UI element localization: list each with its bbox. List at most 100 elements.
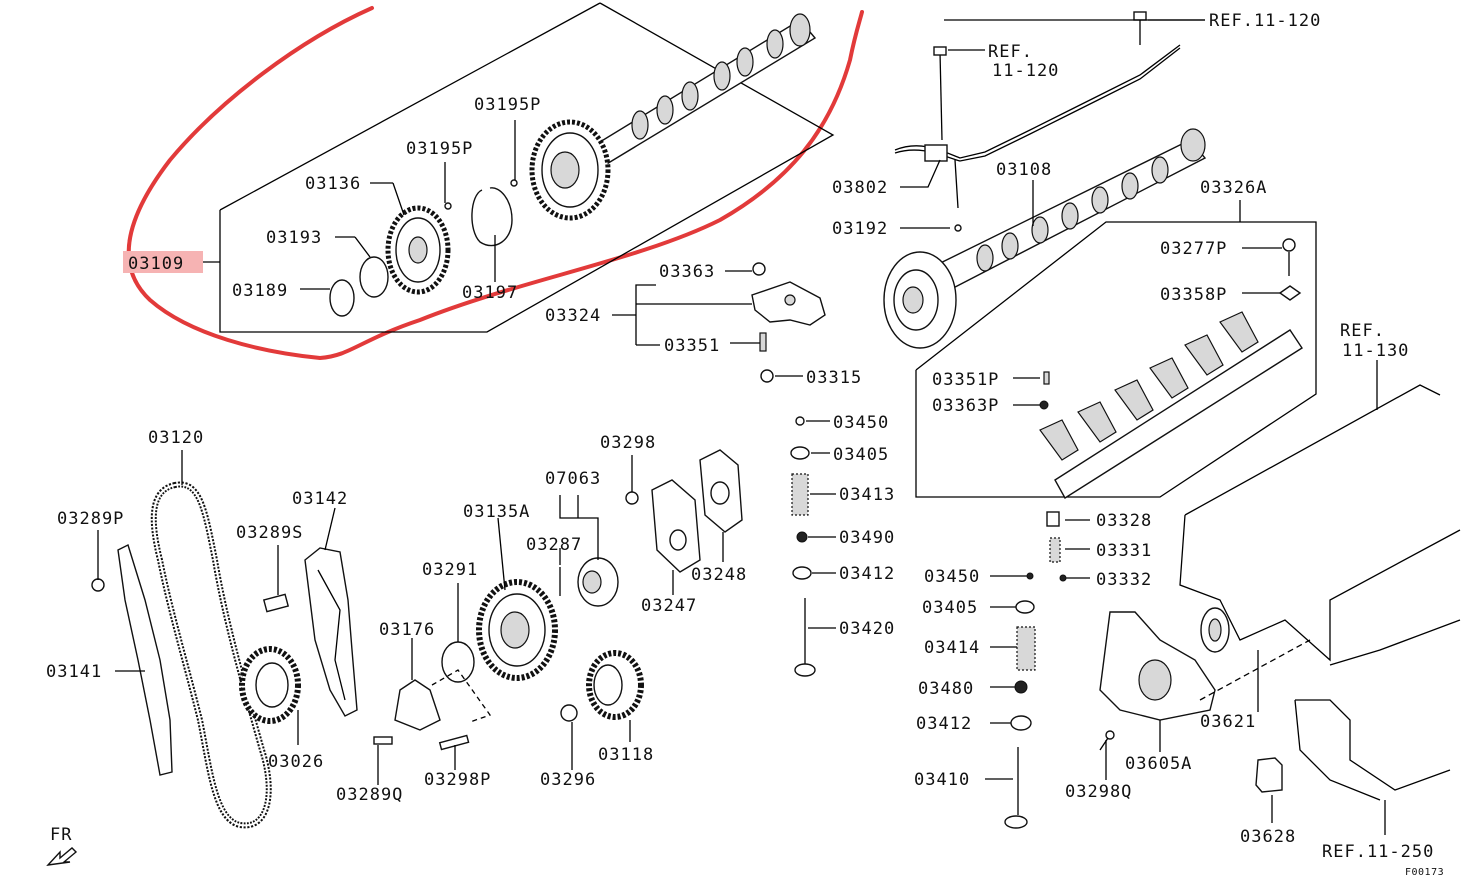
label-03480: 03480 <box>918 679 974 699</box>
label-03351p: 03351P <box>932 370 999 390</box>
cylinder-head-outline <box>1179 384 1461 801</box>
label-03108: 03108 <box>996 160 1052 180</box>
leaders-rocker <box>612 270 803 377</box>
label-03296: 03296 <box>540 770 596 790</box>
label-03405-a: 03405 <box>833 445 889 465</box>
label-03405-b: 03405 <box>922 598 978 618</box>
camshaft-03108[interactable] <box>883 128 1207 349</box>
label-03287: 03287 <box>526 535 582 555</box>
label-03141: 03141 <box>46 662 102 682</box>
washer-03189[interactable] <box>329 279 355 317</box>
label-03248: 03248 <box>691 565 747 585</box>
label-ref-11-120-a-line1: REF. <box>988 42 1033 62</box>
rocker-shaft-assembly[interactable] <box>1039 238 1303 499</box>
label-ref-11-130-line2: 11-130 <box>1342 341 1409 361</box>
seal-03621[interactable] <box>1200 607 1230 653</box>
pins-03195p[interactable] <box>444 179 518 210</box>
label-07063: 07063 <box>545 469 601 489</box>
label-03414: 03414 <box>924 638 980 658</box>
label-ref-11-120-a-line2: 11-120 <box>992 61 1059 81</box>
label-03605a: 03605A <box>1125 754 1192 774</box>
chain-guide-03141[interactable] <box>117 544 173 776</box>
rocker-arm-03324[interactable] <box>751 262 826 383</box>
label-03192: 03192 <box>832 219 888 239</box>
bolt-03289s[interactable] <box>262 593 290 613</box>
highlight-03109 <box>123 251 203 273</box>
label-03135a: 03135A <box>463 502 530 522</box>
label-03277p: 03277P <box>1160 239 1227 259</box>
label-03363: 03363 <box>659 262 715 282</box>
diagram-code: F00173 <box>1405 867 1444 878</box>
snap-ring-03197[interactable] <box>471 187 513 247</box>
label-03247: 03247 <box>641 596 697 616</box>
pin-03192[interactable] <box>954 224 962 232</box>
gear-03135a[interactable] <box>476 579 558 681</box>
label-03176: 03176 <box>379 620 435 640</box>
label-03289s: 03289S <box>236 523 303 543</box>
leaders-upper-right <box>900 19 1378 410</box>
oil-pump-03605a[interactable] <box>1099 611 1216 751</box>
label-fr: FR <box>50 825 72 845</box>
crank-sprocket-03026[interactable] <box>239 646 301 724</box>
label-03802: 03802 <box>832 178 888 198</box>
leaders-upper-left <box>196 120 516 290</box>
label-03328: 03328 <box>1096 511 1152 531</box>
bolt-03289p[interactable] <box>91 578 105 592</box>
label-03120: 03120 <box>148 428 204 448</box>
label-03490: 03490 <box>839 528 895 548</box>
leaders-lower-right <box>985 519 1386 835</box>
hub-07063[interactable] <box>577 557 619 607</box>
label-03189: 03189 <box>232 281 288 301</box>
tensioner-lever-03142[interactable] <box>304 547 358 717</box>
label-03289q: 03289Q <box>336 785 403 805</box>
label-ref-11-130-line1: REF. <box>1340 321 1385 341</box>
cover-03248[interactable] <box>699 449 743 533</box>
label-03410: 03410 <box>914 770 970 790</box>
label-03358p: 03358P <box>1160 285 1227 305</box>
plate-03291[interactable] <box>441 641 475 683</box>
label-03450-b: 03450 <box>924 567 980 587</box>
label-03026: 03026 <box>268 752 324 772</box>
small-bolts-lower-middle[interactable] <box>373 491 639 751</box>
label-03289p: 03289P <box>57 509 124 529</box>
bolt-ref-11-120-b[interactable] <box>1133 11 1147 45</box>
label-03136: 03136 <box>305 174 361 194</box>
label-03298p: 03298P <box>424 770 491 790</box>
sprocket-03136[interactable] <box>385 205 451 295</box>
label-03324: 03324 <box>545 306 601 326</box>
label-03142: 03142 <box>292 489 348 509</box>
label-03413: 03413 <box>839 485 895 505</box>
bolt-ref-11-120-a[interactable] <box>933 46 947 141</box>
leaders-chain <box>97 450 336 745</box>
label-03412-a: 03412 <box>839 564 895 584</box>
leaders-lower-middle <box>377 455 724 785</box>
assembly-03326a-box <box>915 221 1317 498</box>
label-03118: 03118 <box>598 745 654 765</box>
label-03298: 03298 <box>600 433 656 453</box>
assembly-03109-box <box>219 2 835 333</box>
camshaft-sprocket-upper[interactable] <box>529 119 611 221</box>
label-03326a: 03326A <box>1200 178 1267 198</box>
label-03621: 03621 <box>1200 712 1256 732</box>
valve-train-intake[interactable] <box>790 416 816 677</box>
leaders-valves-center <box>806 420 836 629</box>
label-03332: 03332 <box>1096 570 1152 590</box>
label-03195p-b: 03195P <box>406 139 473 159</box>
gear-03118[interactable] <box>586 650 644 720</box>
label-03109: 03109 <box>128 254 184 274</box>
label-ref-11-250: REF.11-250 <box>1322 842 1434 862</box>
valve-train-exhaust[interactable] <box>1004 511 1067 829</box>
camshaft-upper[interactable] <box>557 13 817 166</box>
label-03628: 03628 <box>1240 827 1296 847</box>
washer-03193[interactable] <box>359 256 389 298</box>
sensor-03628[interactable] <box>1255 757 1283 793</box>
label-03450-a: 03450 <box>833 413 889 433</box>
timing-chain-03120[interactable] <box>150 481 272 829</box>
front-arrow-icon <box>46 847 78 866</box>
tensioner-03176[interactable] <box>394 679 441 731</box>
label-03197: 03197 <box>462 283 518 303</box>
gasket-03247[interactable] <box>651 479 701 573</box>
label-03331: 03331 <box>1096 541 1152 561</box>
oil-pipe-03802[interactable] <box>894 44 1181 209</box>
